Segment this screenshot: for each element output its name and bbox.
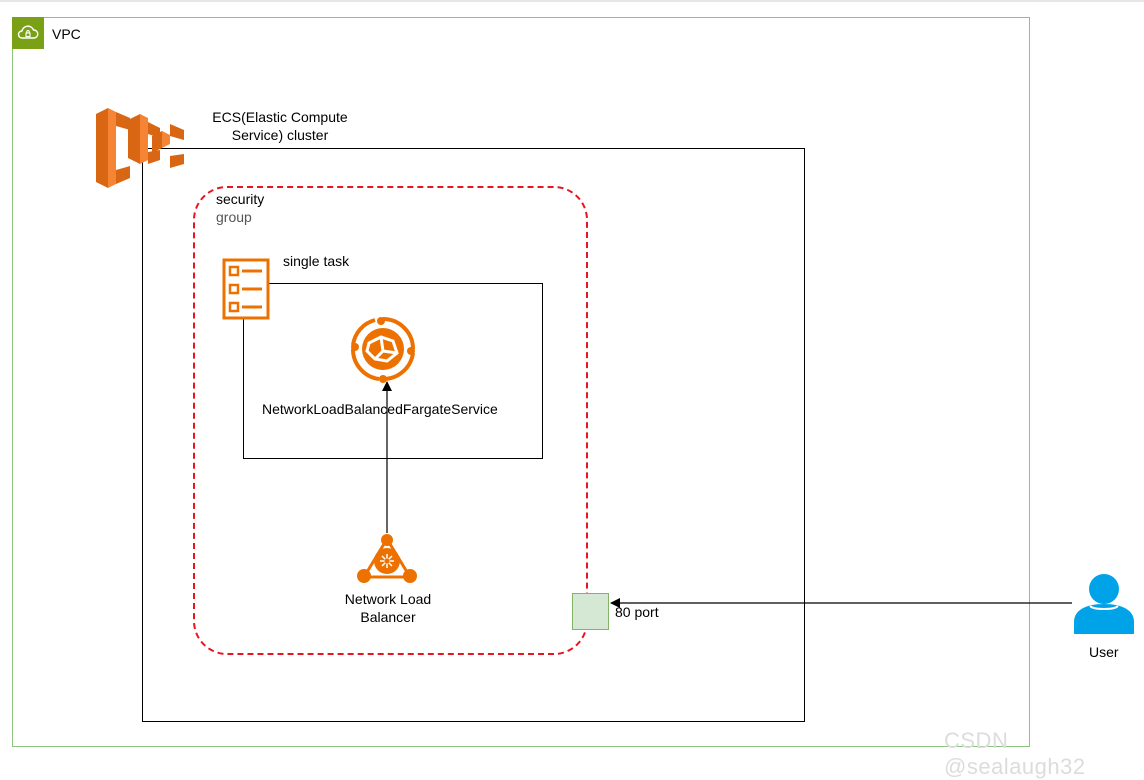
security-group-label-line2: group: [216, 209, 252, 225]
port-node: [572, 593, 609, 630]
ecs-cluster-label-line1: ECS(Elastic Compute: [212, 109, 348, 125]
vpc-badge: [12, 17, 44, 49]
load-balancer-icon: [357, 534, 417, 583]
nlb-label-line2: Balancer: [360, 609, 416, 625]
ecs-cluster-container: [142, 148, 805, 722]
ecs-cluster-label-line2: Service) cluster: [231, 127, 329, 143]
user-icon: [1074, 574, 1134, 634]
vpc-label: VPC: [52, 26, 81, 42]
user-label: User: [1089, 644, 1119, 660]
port-label: 80 port: [615, 604, 659, 620]
nlb-label-line1: Network Load: [344, 591, 432, 607]
security-group-label-line1: security: [216, 191, 265, 207]
security-group-container: [193, 186, 588, 655]
service-label: NetworkLoadBalancedFargateService: [262, 401, 498, 417]
fargate-service-icon: [350, 317, 415, 383]
task-container: [243, 283, 543, 459]
nlb-label: Network Load Balancer: [328, 590, 448, 626]
ecs-cluster-label: ECS(Elastic Compute Service) cluster: [200, 108, 360, 144]
cloud-lock-icon: [17, 25, 39, 39]
top-divider: [0, 0, 1144, 2]
vpc-container: [12, 17, 1030, 747]
watermark: CSDN @sealaugh32: [944, 728, 1086, 779]
connector-layer: [382, 381, 1072, 608]
task-list-icon: [222, 258, 270, 320]
task-label: single task: [283, 253, 350, 269]
security-group-label: security group: [216, 190, 264, 226]
ecs-cluster-icon: [96, 108, 184, 188]
